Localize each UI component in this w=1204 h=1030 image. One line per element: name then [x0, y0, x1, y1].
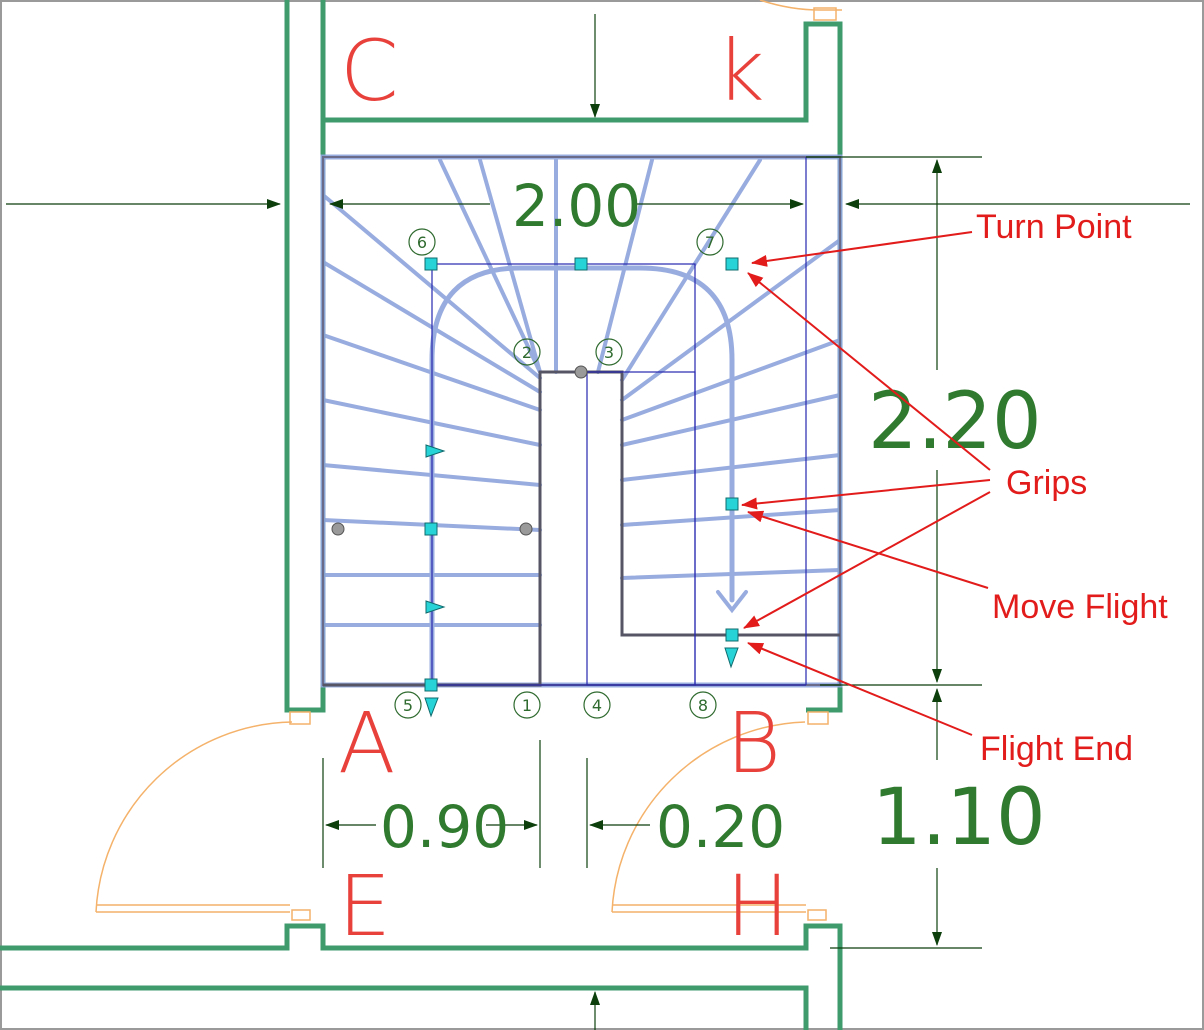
door-right-hinge — [807, 711, 829, 725]
callout-move-flight: Move Flight — [992, 588, 1168, 626]
callout-grips: Grips — [1006, 464, 1087, 502]
door-left-jamb — [291, 909, 311, 921]
callout-flight-end: Flight End — [980, 730, 1133, 768]
grip-number-8: 8 — [698, 696, 708, 715]
grips[interactable] — [424, 257, 739, 718]
left-wall — [284, 0, 326, 713]
grip-number-4: 4 — [592, 696, 602, 715]
callout-labels: Turn Point Grips Move Flight Flight End — [976, 208, 1168, 768]
callout-arrows — [741, 231, 991, 736]
room-label-a: A — [338, 694, 395, 792]
grip-number-7: 7 — [705, 233, 715, 252]
grip-triangle[interactable] — [724, 647, 739, 669]
grip-hex-left[interactable] — [331, 522, 345, 536]
door-right-swing — [611, 721, 806, 913]
grip-number-5: 5 — [403, 696, 413, 715]
dim-gap: 0.20 — [656, 793, 785, 861]
door-left-swing — [95, 721, 293, 913]
grip-move-flight[interactable] — [725, 497, 739, 511]
grip-square[interactable] — [424, 522, 438, 536]
grip-hex[interactable] — [331, 365, 588, 536]
grip-number-2: 2 — [522, 343, 532, 362]
grip-number-6: 6 — [417, 233, 427, 252]
grip-square[interactable] — [424, 257, 438, 271]
grip-square[interactable] — [424, 678, 438, 692]
stair-outline — [322, 156, 841, 687]
grip-hex-top[interactable] — [574, 365, 588, 379]
room-label-b: B — [726, 694, 781, 792]
dim-height-lower: 1.10 — [872, 773, 1046, 863]
door-top-swing — [759, 0, 842, 11]
door-top-hinge — [813, 7, 837, 21]
room-label-h: H — [726, 857, 789, 955]
room-label-c: C — [340, 22, 399, 120]
grip-numbers — [394, 228, 724, 719]
dimension-lines — [6, 14, 1190, 1030]
grip-number-1: 1 — [522, 696, 532, 715]
dim-left-flight: 0.90 — [380, 793, 509, 861]
callout-turn-point: Turn Point — [976, 208, 1132, 246]
grip-number-3: 3 — [604, 343, 614, 362]
room-label-e: E — [338, 857, 391, 955]
grip-triangle[interactable] — [424, 697, 439, 718]
grip-turn-point[interactable] — [725, 257, 739, 271]
grip-hex-mid[interactable] — [519, 522, 533, 536]
bottom-wall — [0, 923, 843, 1030]
door-right-jamb — [807, 909, 827, 921]
dim-width-top: 2.00 — [512, 172, 641, 240]
bottom-wall-inner — [0, 985, 809, 1030]
room-letters: C k A B E H — [338, 22, 789, 955]
dimension-labels: 2.00 2.20 1.10 0.90 0.20 — [380, 172, 1046, 863]
doors — [95, 0, 842, 921]
dim-height-right: 2.20 — [868, 377, 1042, 467]
grip-flight-end[interactable] — [725, 628, 739, 642]
grip-triangle[interactable] — [425, 600, 446, 614]
grip-square[interactable] — [574, 257, 588, 271]
door-left-hinge — [289, 711, 311, 725]
grip-triangle[interactable] — [425, 444, 446, 458]
room-label-k: k — [716, 22, 765, 120]
